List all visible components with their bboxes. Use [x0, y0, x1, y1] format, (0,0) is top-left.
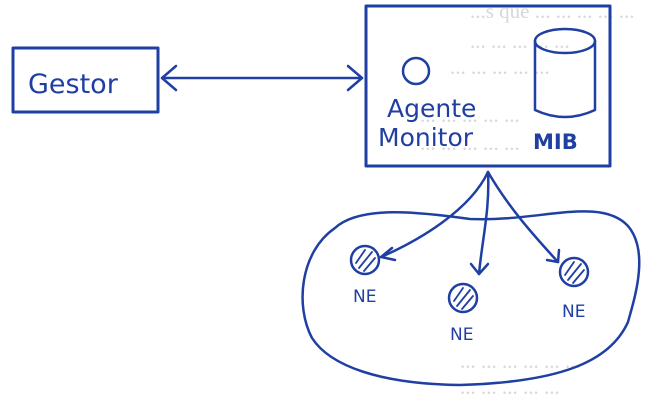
ne-node-icon	[349, 244, 381, 276]
bleed-through-line: ... ... ... ... ...	[450, 55, 550, 79]
agent-to-ne-arrows	[379, 170, 561, 276]
ne-label: NE	[562, 302, 585, 322]
bleed-through-line: ... ... ... ... ...	[420, 131, 520, 155]
network-element-3: NE	[558, 256, 590, 322]
database-icon	[533, 27, 597, 119]
arrow-ne-1	[379, 170, 490, 259]
ne-node-icon	[447, 282, 479, 314]
arrowhead-left	[160, 64, 178, 92]
bleed-through-line: ... ... ... ... ...	[460, 375, 560, 399]
bleed-through-line: ... ... ... ... ...	[420, 103, 520, 127]
mib-label: MIB	[533, 130, 578, 154]
agent-box	[364, 4, 612, 168]
bleed-through-line: ... ... ... ... ... ...	[460, 349, 581, 373]
ne-node-icon	[558, 256, 590, 288]
ne-label: NE	[353, 287, 376, 307]
arrow-ne-2	[477, 170, 490, 276]
bleed-through-line: ... ... ... ... ...	[470, 29, 570, 53]
gestor-label: Gestor	[28, 69, 119, 100]
network-cloud	[301, 210, 641, 387]
agent-port-circle	[401, 56, 431, 86]
gestor-node: Gestor	[11, 46, 160, 114]
bleed-through-text: ...s que ... ... ... ... ... ... ... ...…	[420, 0, 635, 399]
arrow-ne-3	[486, 170, 560, 264]
arrowhead-ne-3	[545, 248, 561, 264]
network-element-2: NE	[447, 282, 479, 345]
agent-label-line1: Agente	[387, 94, 476, 123]
gestor-agent-link	[160, 64, 364, 92]
arrowhead-ne-2	[469, 262, 490, 276]
arrowhead-ne-1	[379, 246, 397, 262]
ne-label: NE	[450, 325, 473, 345]
gestor-box	[11, 46, 160, 114]
agent-label-line2: Monitor	[378, 123, 474, 152]
agent-node: Agente Monitor MIB	[364, 4, 612, 168]
arrowhead-right	[346, 64, 364, 92]
network-element-1: NE	[349, 244, 381, 307]
